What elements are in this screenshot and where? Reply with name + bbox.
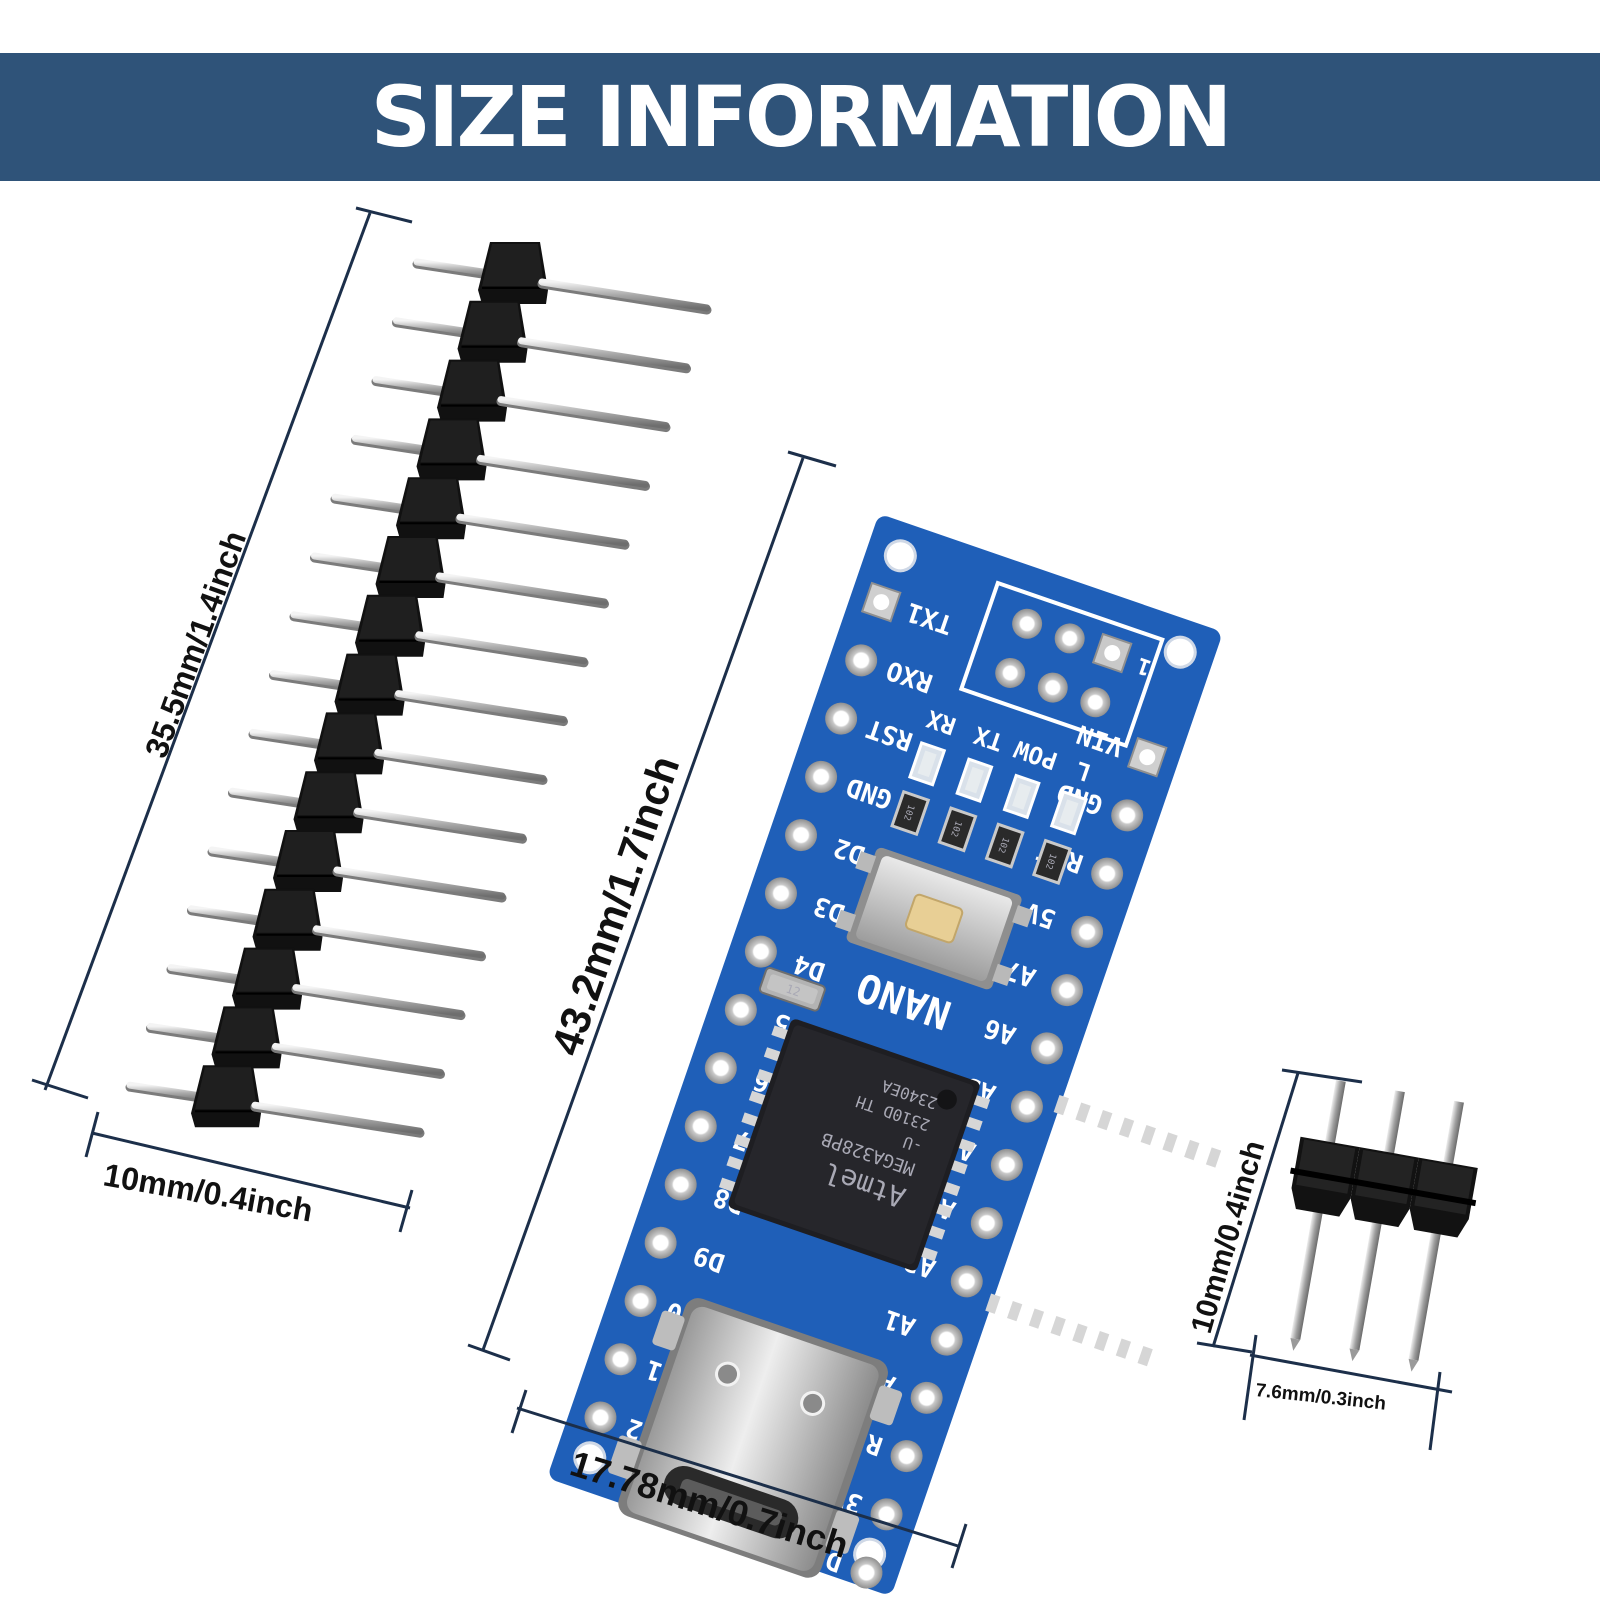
round-pad — [644, 1226, 677, 1259]
header-plastic — [191, 1065, 261, 1128]
round-pad — [1111, 799, 1144, 832]
round-pad — [664, 1168, 697, 1201]
header-plastic — [437, 359, 507, 422]
banner-title: SIZE INFORMATION — [370, 68, 1233, 166]
small-header-height-label: 10mm/0.4inch — [1185, 1137, 1271, 1337]
round-pad — [1051, 974, 1084, 1007]
header-pin-front — [517, 337, 691, 374]
header-plastic — [211, 1006, 282, 1069]
header-pin-front — [332, 866, 507, 903]
header-plastic — [334, 653, 405, 716]
header-plastic — [396, 477, 466, 540]
header-plastic — [273, 830, 343, 892]
round-pad — [704, 1052, 737, 1085]
round-pad — [850, 1556, 883, 1589]
arduino-nano-board-icon: TX1RXORSTGNDD2D3D4D5D6D7D8D9D10D11D12VIN… — [549, 516, 1222, 1594]
round-pad — [910, 1381, 943, 1414]
reset-button — [835, 847, 1034, 990]
round-pad — [805, 760, 838, 793]
small-header-width-label: 7.6mm/0.3inch — [1254, 1380, 1386, 1415]
resistor-icon — [1031, 838, 1073, 885]
round-pad — [1010, 1090, 1043, 1123]
header-pin-front — [291, 984, 466, 1021]
header-pin-front — [455, 513, 630, 550]
header-plastic — [314, 712, 384, 775]
round-pad — [970, 1207, 1003, 1240]
header-plastic — [478, 242, 548, 304]
resistor-icon — [984, 822, 1025, 869]
icsp-header: 1 — [958, 580, 1165, 749]
header-pin-front — [250, 1101, 425, 1138]
round-pad — [930, 1323, 963, 1356]
header-pin-front — [312, 925, 486, 962]
header-pin-front — [537, 278, 712, 315]
crystal-mark: 12 — [784, 982, 802, 1000]
round-pad — [785, 819, 818, 852]
resistor-icon — [937, 806, 978, 853]
round-pad — [845, 644, 878, 677]
header-pin-front — [373, 748, 548, 785]
round-pad — [684, 1110, 717, 1143]
header-plastic — [252, 888, 323, 951]
round-pad — [990, 1148, 1023, 1181]
resistor-icon — [890, 789, 931, 837]
header-pin-front — [435, 572, 609, 609]
header-length-label: 35.5mm/1.4inch — [138, 526, 253, 762]
mounting-hole — [1163, 635, 1197, 669]
header-pin-front — [476, 454, 650, 491]
header-plastic — [232, 947, 302, 1010]
header-pin-front — [414, 631, 589, 668]
header-width-dimension: 10mm/0.4inch — [84, 1111, 414, 1233]
small-header-width-dimension: 7.6mm/0.3inch — [1242, 1334, 1453, 1451]
round-pad — [890, 1440, 923, 1473]
header-plastic — [293, 771, 364, 834]
header-pin-front — [271, 1042, 445, 1079]
round-pad — [1091, 857, 1124, 890]
crystal-icon: 12 — [758, 966, 826, 1012]
mounting-hole — [573, 1441, 607, 1475]
header-pin-front — [496, 396, 671, 433]
header-length-dimension: 35.5mm/1.4inch — [31, 206, 413, 1100]
header-width-label: 10mm/0.4inch — [101, 1156, 316, 1228]
header-pads — [584, 581, 1168, 1589]
board-length-label: 43.2mm/1.7inch — [542, 750, 688, 1061]
round-pad — [825, 702, 858, 735]
header-plastic — [355, 594, 425, 657]
small-pin-header-icon — [1289, 1080, 1478, 1372]
mounting-hole — [883, 539, 917, 573]
header-plastic — [375, 536, 446, 598]
header-pin-front — [353, 807, 527, 844]
header-plastic — [416, 418, 487, 481]
round-pad — [604, 1343, 637, 1376]
usb-c-connector-icon — [608, 1298, 903, 1578]
round-pad — [584, 1401, 617, 1434]
round-pad — [1071, 915, 1104, 948]
header-plastic — [457, 300, 528, 363]
title-banner: SIZE INFORMATION — [0, 53, 1600, 181]
round-pad — [724, 993, 757, 1026]
round-pad — [950, 1265, 983, 1298]
microcontroller-chip-icon: Atmel MEGA328PB -U 2310D TH 2340EA — [718, 1019, 1222, 1367]
pin-header-icon — [125, 242, 712, 1138]
header-pin-front — [394, 690, 568, 727]
round-pad — [624, 1285, 657, 1318]
round-pad — [1030, 1032, 1063, 1065]
round-pad — [764, 877, 797, 910]
round-pad — [744, 935, 777, 968]
